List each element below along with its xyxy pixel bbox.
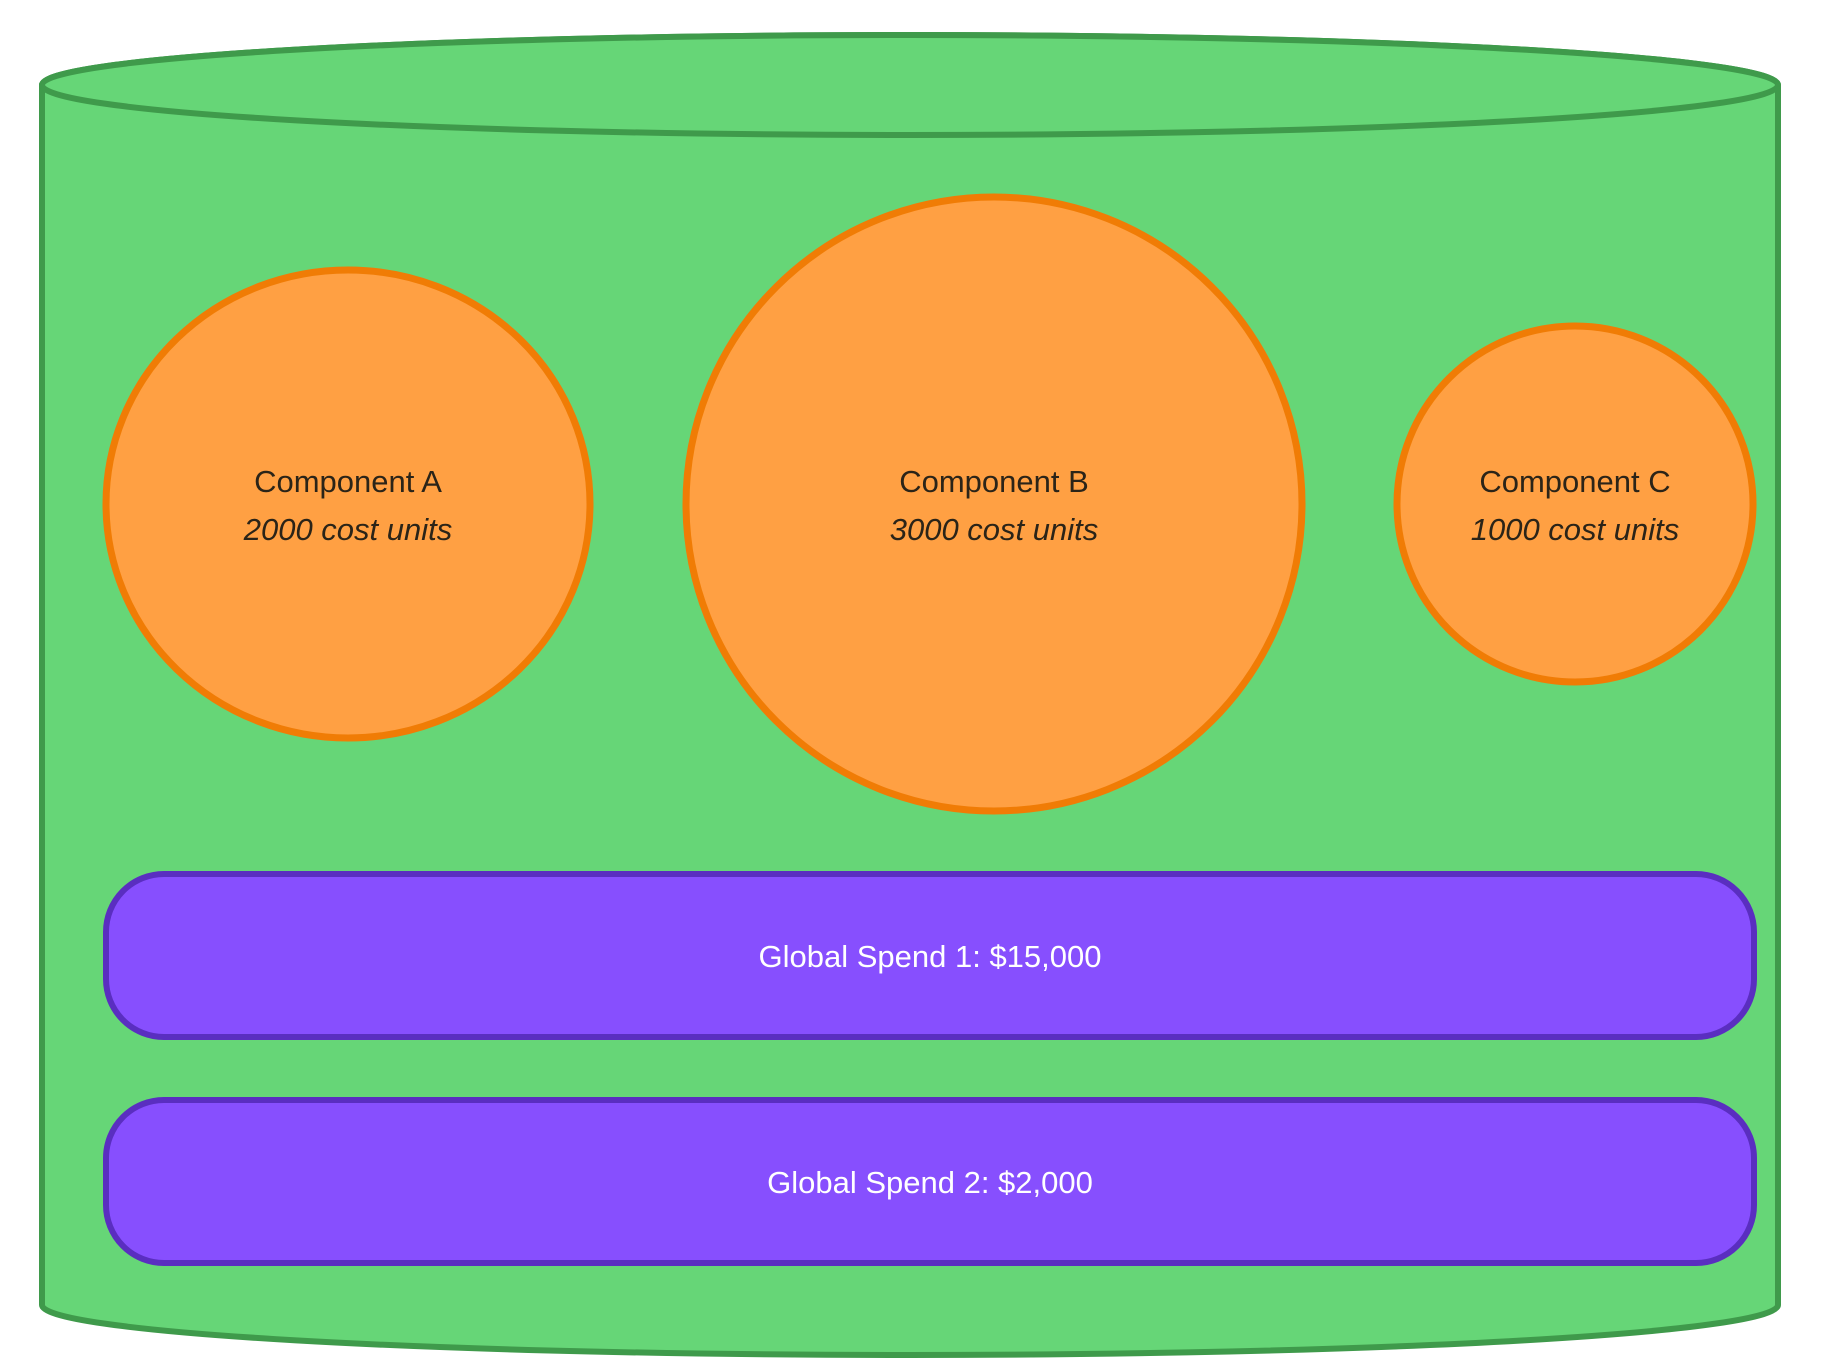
global-spend-2-box	[103, 1097, 1757, 1266]
global-spend-1: Global Spend 1: $15,000	[103, 871, 1757, 1040]
component-c-cost: 1000 cost units	[1471, 512, 1680, 547]
component-b: Component B 3000 cost units	[682, 193, 1306, 815]
component-c-title: Component C	[1479, 464, 1670, 499]
component-c-circle	[1393, 322, 1757, 686]
global-spend-2-label: Global Spend 2: $2,000	[767, 1165, 1093, 1200]
component-a-title: Component A	[254, 464, 442, 499]
component-b-cost: 3000 cost units	[890, 512, 1099, 547]
component-a: Component A 2000 cost units	[102, 266, 594, 742]
component-a-circle	[102, 266, 594, 742]
component-c: Component C 1000 cost units	[1393, 322, 1757, 686]
cylinder-top-rim	[39, 32, 1781, 138]
component-a-cost: 2000 cost units	[243, 512, 453, 547]
component-b-title: Component B	[899, 464, 1089, 499]
global-spend-1-box	[103, 871, 1757, 1040]
global-spend-2: Global Spend 2: $2,000	[103, 1097, 1757, 1266]
component-b-circle	[682, 193, 1306, 815]
global-spend-1-label: Global Spend 1: $15,000	[759, 939, 1102, 974]
